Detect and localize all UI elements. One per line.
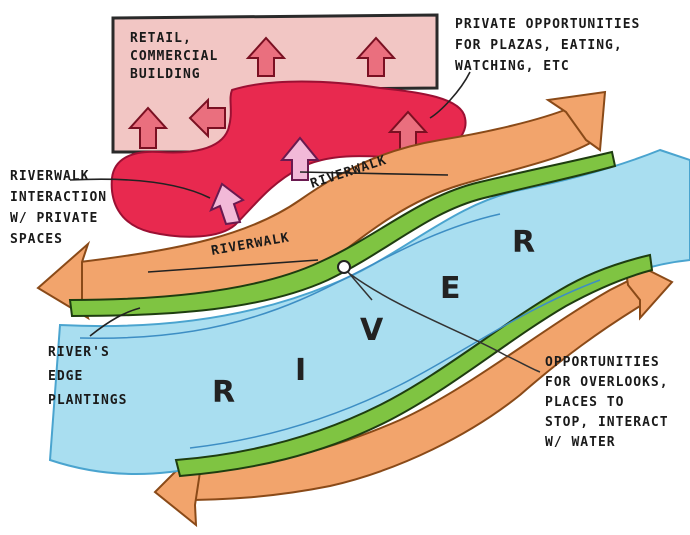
svg-text:RIVER'S: RIVER'S (48, 345, 110, 360)
riverwalk-arrowhead-right (545, 90, 607, 152)
svg-text:PRIVATE OPPORTUNITIES: PRIVATE OPPORTUNITIES (455, 17, 640, 32)
river-letter-e: E (440, 271, 461, 306)
upper-edge-planting (68, 150, 617, 318)
building-arrows (127, 36, 429, 151)
lower-walk-band (179, 273, 652, 502)
svg-text:EDGE: EDGE (48, 369, 83, 384)
annotation-edge-plantings: RIVER'S EDGE PLANTINGS (48, 345, 127, 408)
svg-text:OPPORTUNITIES: OPPORTUNITIES (545, 355, 660, 370)
river-letter-r-bottom: R (212, 375, 235, 410)
svg-text:W/ PRIVATE: W/ PRIVATE (10, 211, 98, 226)
river-letter-v: V (360, 313, 384, 348)
svg-text:W/ WATER: W/ WATER (545, 435, 616, 450)
svg-text:FOR OVERLOOKS,: FOR OVERLOOKS, (545, 375, 669, 390)
river-letter-r-top: R (512, 225, 535, 260)
svg-text:SPACES: SPACES (10, 232, 63, 247)
annotation-overlooks: OPPORTUNITIES FOR OVERLOOKS, PLACES TO S… (545, 355, 669, 450)
annotation-riverwalk-interaction: RIVERWALK INTERACTION W/ PRIVATE SPACES (10, 169, 107, 247)
svg-text:BUILDING: BUILDING (130, 67, 201, 82)
svg-text:WATCHING, ETC: WATCHING, ETC (455, 59, 570, 74)
annotation-retail: RETAIL, COMMERCIAL BUILDING (130, 31, 218, 82)
leader-lines (69, 71, 471, 337)
water-lines (79, 213, 601, 449)
svg-text:FOR PLAZAS, EATING,: FOR PLAZAS, EATING, (455, 38, 623, 53)
svg-text:PLACES TO: PLACES TO (545, 395, 624, 410)
svg-text:PLANTINGS: PLANTINGS (48, 393, 127, 408)
svg-text:INTERACTION: INTERACTION (10, 190, 107, 205)
svg-text:STOP, INTERACT: STOP, INTERACT (545, 415, 669, 430)
river-letter-i: I (295, 353, 306, 388)
svg-text:RETAIL,: RETAIL, (130, 31, 192, 46)
overlook-point (337, 260, 541, 373)
svg-text:COMMERCIAL: COMMERCIAL (130, 49, 218, 64)
svg-text:RIVERWALK: RIVERWALK (10, 169, 89, 184)
annotation-private-opportunities: PRIVATE OPPORTUNITIES FOR PLAZAS, EATING… (455, 17, 640, 74)
interaction-arrows (209, 136, 321, 226)
